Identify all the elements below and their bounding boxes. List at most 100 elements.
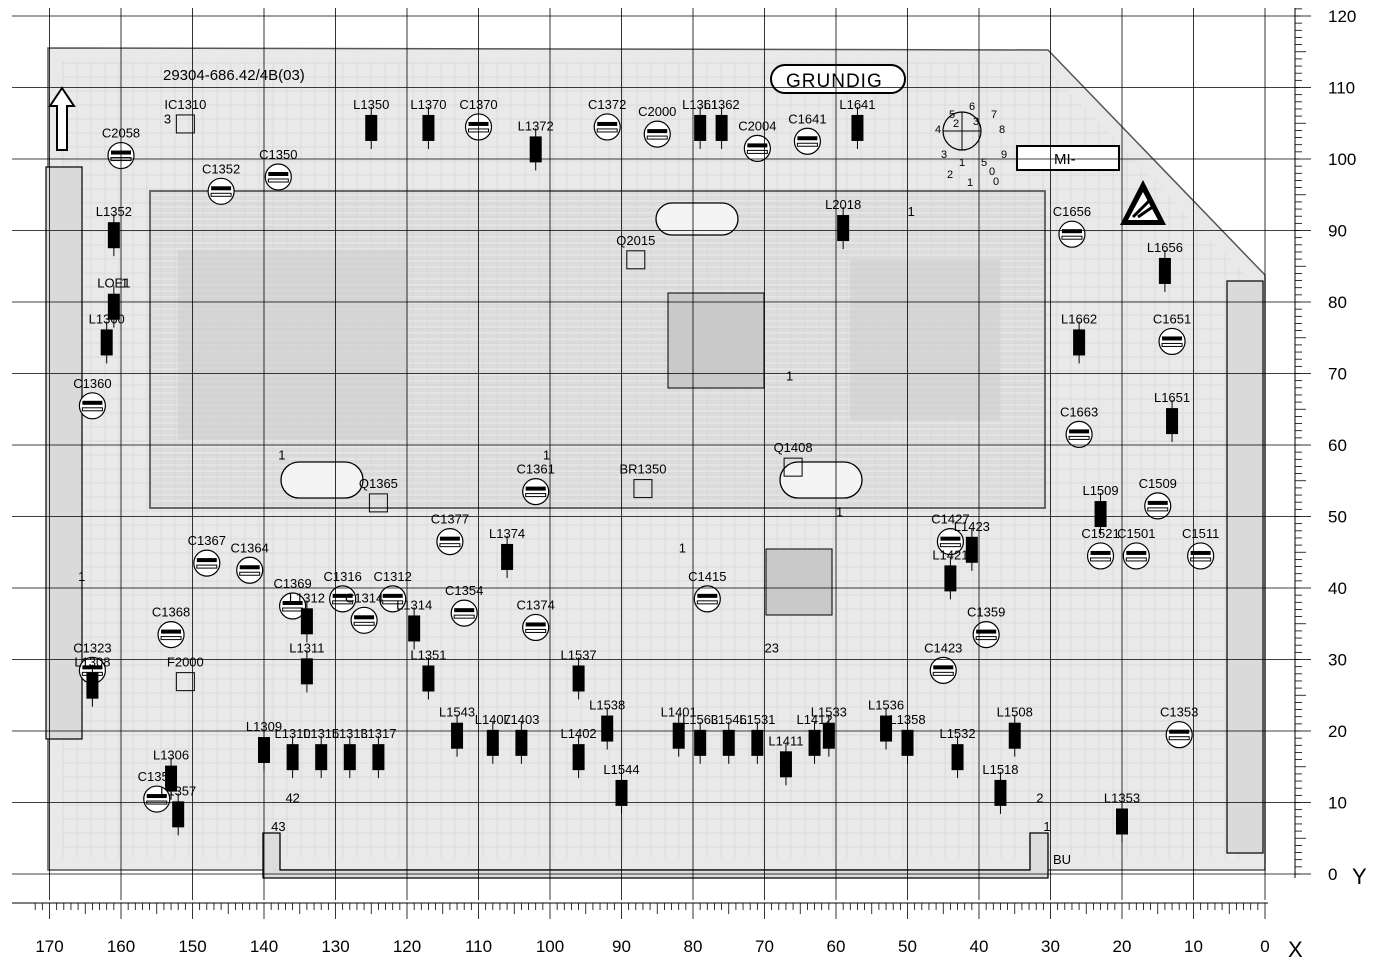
component-l1412 (808, 721, 821, 764)
dial-tick: 2 (953, 118, 959, 130)
label-l1656: L1656 (1147, 240, 1183, 255)
component-symbols (78, 106, 1215, 843)
y-tick-label: 30 (1328, 651, 1347, 670)
component-l1651 (1166, 400, 1179, 443)
label-l1313: L1313 (332, 726, 368, 741)
dial-tick: 0 (989, 166, 995, 178)
component-l1543 (451, 714, 464, 757)
label-l1402: L1402 (561, 726, 597, 741)
component-c1364 (236, 556, 264, 584)
component-l1546 (722, 721, 735, 764)
pin-mark: 3 (164, 111, 171, 126)
component-l1306 (165, 757, 178, 800)
pin-mark: 43 (271, 819, 285, 834)
label-q1365: Q1365 (359, 476, 398, 491)
label-q2015: Q2015 (616, 233, 655, 248)
label-l1533: L1533 (811, 705, 847, 720)
component-l1508 (1008, 714, 1021, 757)
label-l1357: L1357 (160, 783, 196, 798)
mi-box (1016, 145, 1120, 171)
component-l1360 (100, 321, 113, 364)
right-ic-block (850, 260, 1000, 420)
label-l1546: L1546 (711, 712, 747, 727)
component-f2000 (175, 672, 195, 692)
component-ic1310 (175, 114, 195, 134)
mi-label: MI- (1054, 151, 1076, 168)
dial-tick: 5 (981, 157, 987, 169)
component-l1536 (880, 707, 893, 750)
label-c1354: C1354 (445, 583, 483, 598)
component-l1532 (951, 736, 964, 779)
up-arrow-icon (48, 86, 76, 151)
dial-tick: 5 (949, 109, 955, 121)
label-l1312: L1312 (289, 590, 325, 605)
component-l1421 (944, 557, 957, 600)
component-c2000 (643, 120, 671, 148)
component-q2015 (626, 250, 646, 270)
label-l1374: L1374 (489, 526, 525, 541)
label-l1351: L1351 (410, 648, 446, 663)
y-tick-label: 110 (1328, 79, 1355, 98)
component-l1509 (1094, 493, 1107, 536)
component-l1314 (408, 607, 421, 650)
label-c2000: C2000 (638, 104, 676, 119)
pin-mark: 1 (786, 369, 793, 384)
component-loe1 (107, 285, 120, 328)
label-c1323: C1323 (73, 640, 111, 655)
x-tick-label: 80 (684, 937, 703, 956)
component-l1407 (486, 721, 499, 764)
component-c1353 (1165, 721, 1193, 749)
component-l1361 (694, 106, 707, 149)
label-l1309: L1309 (246, 719, 282, 734)
label-l1537: L1537 (561, 648, 597, 663)
y-tick-label: 50 (1328, 508, 1347, 527)
label-l1641: L1641 (839, 97, 875, 112)
component-c1367 (193, 549, 221, 577)
brand-label: GRUNDIG (786, 71, 883, 92)
label-c1377: C1377 (431, 512, 469, 527)
label-l1531: L1531 (739, 712, 775, 727)
pin-mark: 1 (1043, 819, 1050, 834)
component-br1350 (633, 479, 653, 499)
pin-mark: 1 (679, 540, 686, 555)
component-c1656 (1058, 220, 1086, 248)
y-tick-label: 80 (1328, 293, 1347, 312)
component-c1415 (693, 585, 721, 613)
label-l1310: L1310 (275, 726, 311, 741)
component-l1538 (601, 707, 614, 750)
label-c1359: C1359 (967, 605, 1005, 620)
dial-tick: 7 (991, 109, 997, 121)
x-tick-label: 10 (1184, 937, 1203, 956)
x-tick-label: 40 (970, 937, 989, 956)
component-c1651 (1158, 327, 1186, 356)
label-c1370: C1370 (459, 97, 497, 112)
component-l1402 (572, 736, 585, 779)
x-tick-label: 130 (321, 937, 349, 956)
x-tick-label: 140 (250, 937, 278, 956)
component-l1641 (851, 106, 864, 149)
label-l1362: L1362 (704, 97, 740, 112)
label-q1408: Q1408 (774, 440, 813, 455)
label-c1374: C1374 (517, 597, 555, 612)
label-c1312: C1312 (374, 569, 412, 584)
x-tick-label: 100 (536, 937, 564, 956)
pin-mark: 42 (285, 791, 299, 806)
label-loe1: LOE1 (97, 276, 130, 291)
label-l1412: L1412 (796, 712, 832, 727)
label-c1415: C1415 (688, 569, 726, 584)
component-c1368 (157, 620, 185, 649)
label-l1543: L1543 (439, 705, 475, 720)
component-c1312 (379, 585, 407, 613)
component-l1533 (822, 714, 835, 757)
component-l1313 (343, 736, 356, 779)
label-l1361: L1361 (682, 97, 718, 112)
label-c1521: C1521 (1081, 526, 1119, 541)
y-tick-label: 40 (1328, 579, 1347, 598)
pin-mark: 1 (543, 447, 550, 462)
brand-box (770, 64, 906, 94)
label-c1663: C1663 (1060, 404, 1098, 419)
label-l1306: L1306 (153, 748, 189, 763)
rotary-switch (942, 111, 982, 151)
